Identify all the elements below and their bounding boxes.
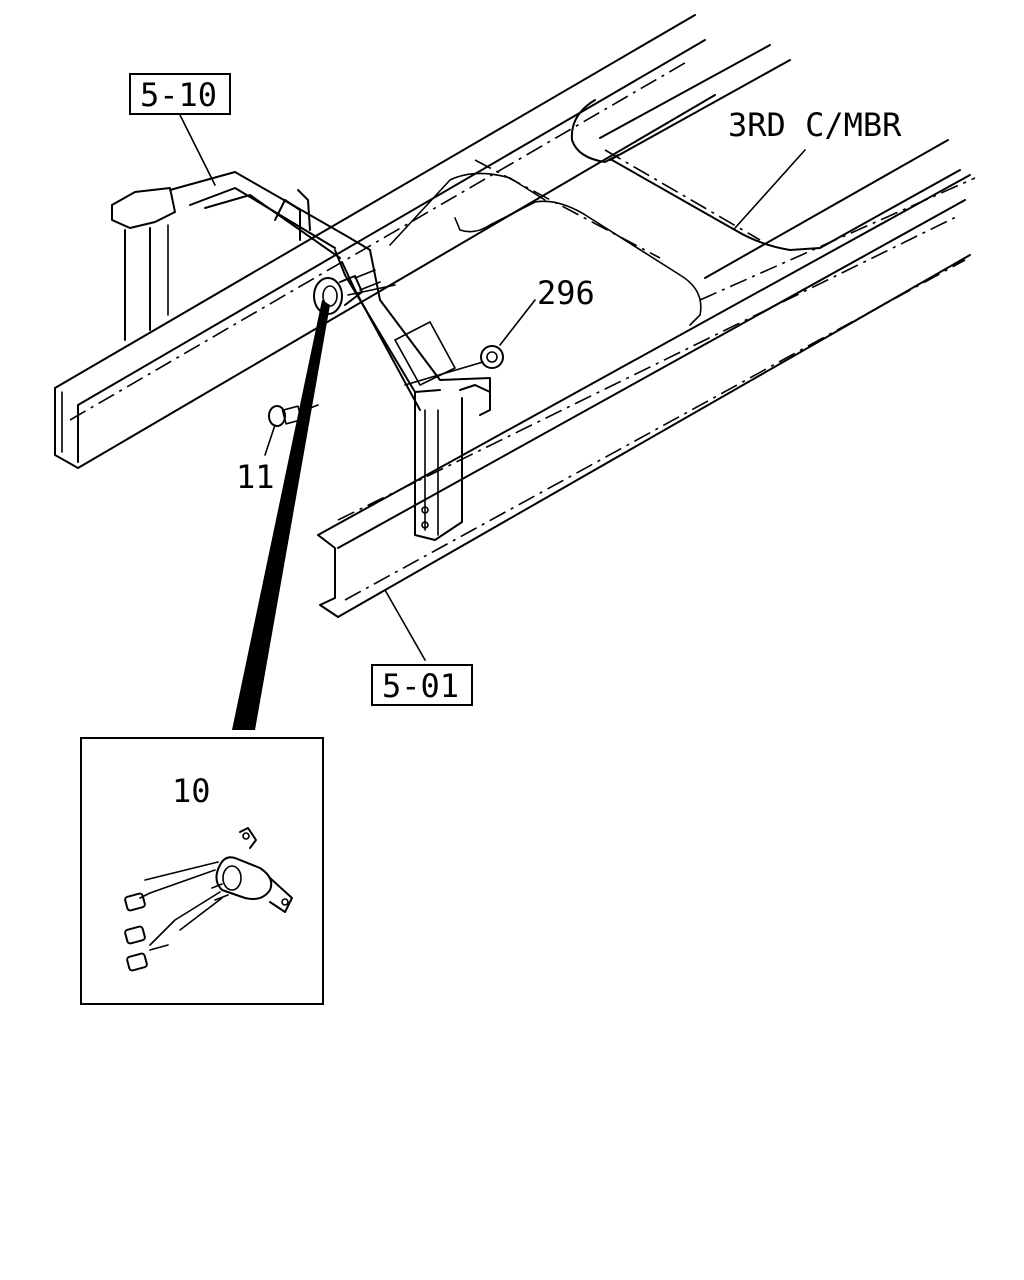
part-label-296: 296 xyxy=(537,274,595,312)
leader-lines xyxy=(179,114,806,861)
ref-label-5-10: 5-10 xyxy=(140,76,217,114)
nut-296 xyxy=(404,345,504,386)
lower-frame-rail xyxy=(317,174,971,618)
third-crossmember xyxy=(570,44,976,301)
part-label-10: 10 xyxy=(172,772,211,810)
detail-box xyxy=(80,737,324,1005)
upper-frame-rail xyxy=(54,14,716,469)
crossmember-label: 3RD C/MBR xyxy=(728,106,902,144)
part-label-11: 11 xyxy=(236,458,275,496)
ref-label-5-01: 5-01 xyxy=(382,667,459,705)
frame-gusset xyxy=(389,159,702,326)
detail-callout-wedge xyxy=(232,300,330,730)
sensor-small xyxy=(313,269,396,315)
ref-box-top xyxy=(129,73,231,115)
bracket-assembly xyxy=(111,171,491,541)
ref-box-bottom xyxy=(371,664,473,706)
